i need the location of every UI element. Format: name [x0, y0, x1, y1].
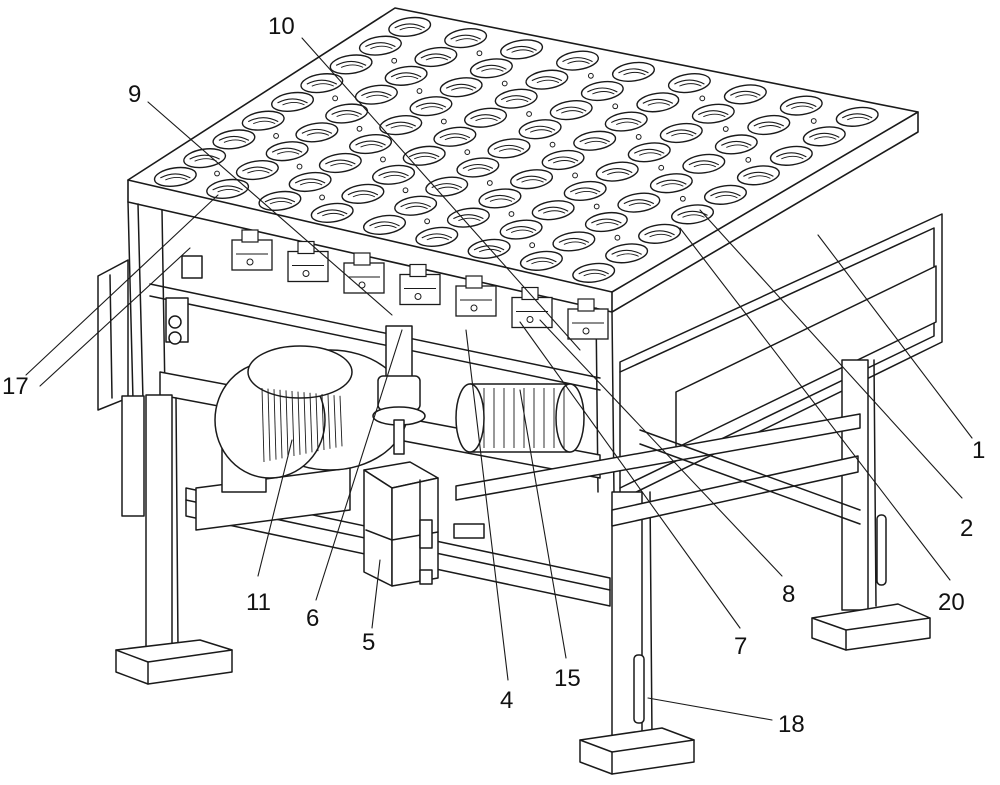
mount-hole [417, 89, 422, 94]
actuator-unit [456, 276, 496, 316]
actuator-cap [466, 276, 482, 288]
mount-hole [425, 219, 430, 224]
mount-hole [615, 235, 620, 240]
roller-drum [456, 384, 584, 452]
mount-hole [357, 126, 362, 131]
actuator-pin [415, 294, 421, 300]
callout-7: 7 [734, 633, 747, 660]
actuator-cap [410, 265, 426, 277]
actuator-pin [247, 259, 253, 265]
mount-hole [636, 135, 641, 140]
callout-2: 2 [960, 515, 973, 542]
actuator-unit [568, 299, 608, 339]
callout-5: 5 [362, 629, 375, 656]
mount-hole [502, 81, 507, 86]
callout-6: 6 [306, 605, 319, 632]
actuator-cap [298, 242, 314, 254]
actuator-cap [354, 253, 370, 265]
callout-9: 9 [128, 81, 141, 108]
mount-hole [588, 73, 593, 78]
callout-17: 17 [2, 373, 29, 400]
mount-hole [594, 204, 599, 209]
actuator-cap [242, 230, 258, 242]
actuator-unit [512, 288, 552, 328]
actuator-unit [232, 230, 272, 270]
callout-18: 18 [778, 711, 805, 738]
mount-hole [403, 188, 408, 193]
actuator-block [456, 286, 496, 316]
actuator-block [232, 240, 272, 270]
mount-hole [550, 142, 555, 147]
mount-hole [392, 58, 397, 63]
callout-8: 8 [782, 581, 795, 608]
callout-15: 15 [554, 665, 581, 692]
mount-hole [274, 134, 279, 139]
callout-4: 4 [500, 687, 513, 714]
left-side-box [98, 260, 128, 410]
actuator-cap [578, 299, 594, 311]
actuator-block [400, 275, 440, 305]
actuator-pin [471, 305, 477, 311]
mount-hole [487, 181, 492, 186]
mount-hole [477, 51, 482, 56]
mount-hole [333, 96, 338, 101]
actuator-block [288, 252, 328, 282]
mount-hole [573, 173, 578, 178]
mount-hole [527, 112, 532, 117]
actuator-unit [400, 265, 440, 305]
actuator-pin [527, 317, 533, 323]
mount-hole [465, 150, 470, 155]
actuator-pin [583, 328, 589, 334]
callout-1: 1 [972, 437, 985, 464]
mount-hole [320, 195, 325, 200]
actuator-block [568, 309, 608, 339]
callout-11: 11 [246, 589, 271, 616]
mount-hole [723, 127, 728, 132]
left-bracket [166, 256, 202, 344]
actuator-pin [303, 271, 309, 277]
mount-hole [441, 119, 446, 124]
mount-hole [530, 243, 535, 248]
mount-hole [215, 171, 220, 176]
mount-hole [811, 119, 816, 124]
actuator-unit [288, 242, 328, 282]
mount-hole [509, 212, 514, 217]
mount-hole [613, 104, 618, 109]
mount-hole [659, 165, 664, 170]
mount-hole [700, 96, 705, 101]
callout-20: 20 [938, 589, 965, 616]
mount-hole [297, 164, 302, 169]
mount-hole [680, 196, 685, 201]
callout-10: 10 [268, 13, 295, 40]
mount-hole [381, 157, 386, 162]
mount-hole [746, 157, 751, 162]
